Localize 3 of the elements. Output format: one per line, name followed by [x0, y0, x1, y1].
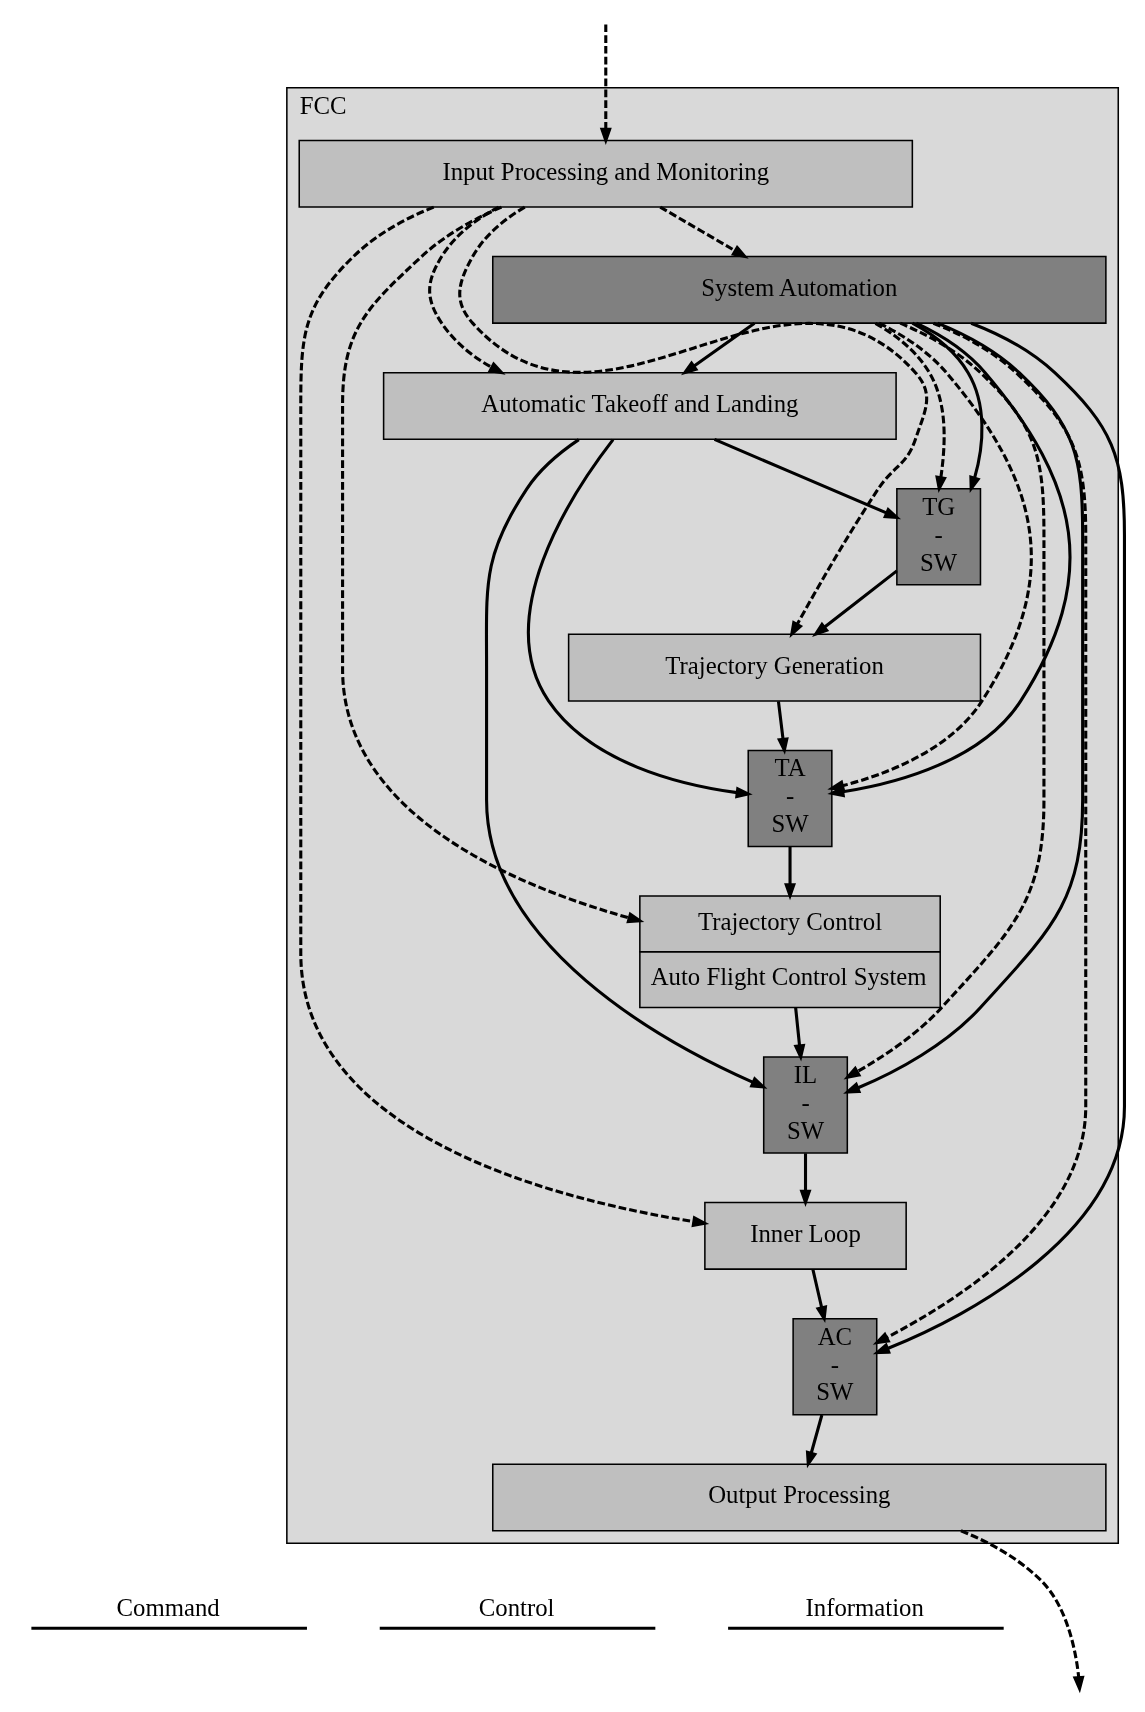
legend-label: Information — [805, 1593, 924, 1621]
legend-label: Command — [116, 1593, 220, 1621]
legend-label: Control — [478, 1593, 555, 1621]
